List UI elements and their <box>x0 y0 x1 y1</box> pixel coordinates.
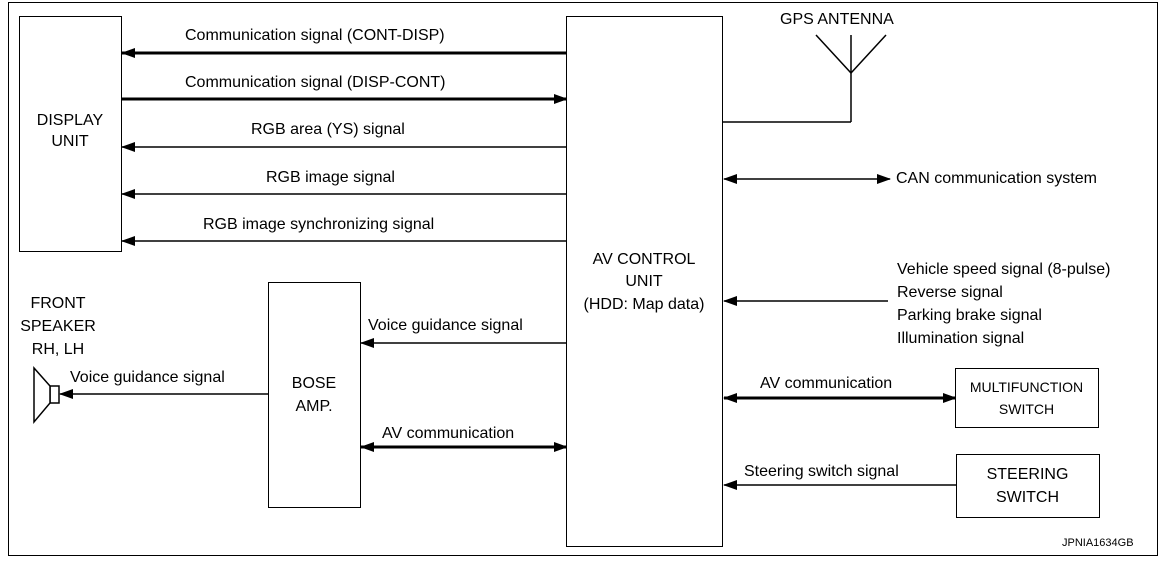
steering-label-2: SWITCH <box>995 489 1060 506</box>
front-speaker-label-2: SPEAKER <box>20 318 96 335</box>
multifunction-label-2: SWITCH <box>998 401 1055 417</box>
bose-amp-block: BOSE AMP. <box>268 282 361 508</box>
display-unit-label-1: DISPLAY <box>36 112 104 129</box>
gps-antenna-label: GPS ANTENNA <box>780 11 894 28</box>
bose-amp-label-2: AMP. <box>295 398 333 415</box>
av-control-label-3: (HDD: Map data) <box>583 296 705 313</box>
vehicle-input-reverse: Reverse signal <box>897 284 1003 301</box>
steering-label-1: STEERING <box>986 466 1069 483</box>
diagram-frame <box>8 2 1158 556</box>
av-control-label-2: UNIT <box>625 273 663 290</box>
vehicle-input-parking-brake: Parking brake signal <box>897 307 1042 324</box>
rgb-image-label: RGB image signal <box>266 169 395 186</box>
front-speaker-label-1: FRONT <box>30 295 86 312</box>
front-speaker-label-3: RH, LH <box>31 341 85 358</box>
av-comm-amp-label: AV communication <box>382 425 515 442</box>
multifunction-label-1: MULTIFUNCTION <box>969 379 1084 395</box>
gps-antenna-icon <box>722 34 887 123</box>
rgb-area-label: RGB area (YS) signal <box>251 121 405 138</box>
can-label: CAN communication system <box>896 170 1097 187</box>
multifunction-switch-block: MULTIFUNCTION SWITCH <box>955 368 1099 428</box>
display-unit-label-2: UNIT <box>51 133 89 150</box>
figure-id: JPNIA1634GB <box>1062 537 1134 549</box>
av-control-label-1: AV CONTROL <box>592 251 696 268</box>
vehicle-input-illumination: Illumination signal <box>897 330 1025 347</box>
cont-disp-label: Communication signal (CONT-DISP) <box>185 27 445 44</box>
disp-cont-label: Communication signal (DISP-CONT) <box>185 74 446 91</box>
display-unit-block: DISPLAY UNIT <box>19 16 122 252</box>
speaker-icon <box>33 366 60 425</box>
bose-amp-label-1: BOSE <box>291 375 337 392</box>
av-comm-multifunction-label: AV communication <box>760 375 893 392</box>
rgb-sync-label: RGB image synchronizing signal <box>203 216 435 233</box>
steering-switch-signal-label: Steering switch signal <box>744 463 899 480</box>
vehicle-input-speed: Vehicle speed signal (8-pulse) <box>897 261 1111 278</box>
av-control-unit-block: AV CONTROL UNIT (HDD: Map data) <box>566 16 723 547</box>
voice-guidance-amp-label: Voice guidance signal <box>368 317 523 334</box>
steering-switch-block: STEERING SWITCH <box>956 454 1100 518</box>
voice-guidance-speaker-label: Voice guidance signal <box>70 369 225 386</box>
